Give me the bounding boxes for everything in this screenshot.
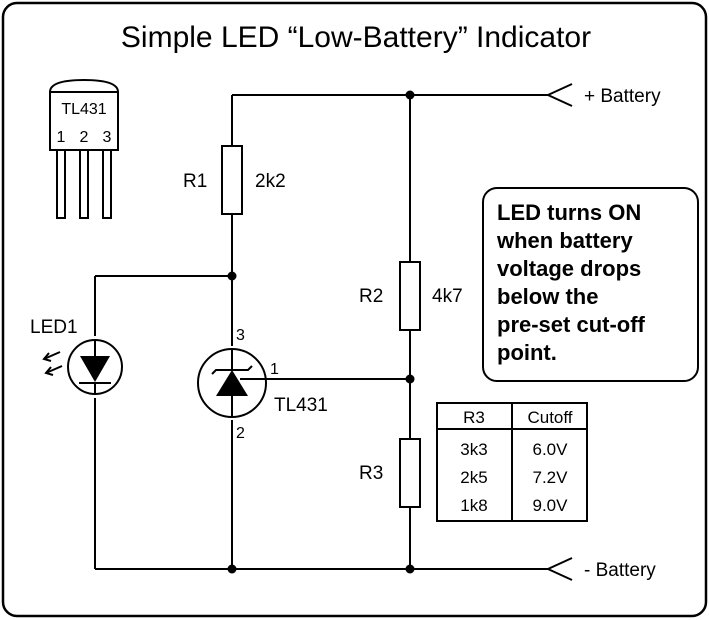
resistor-r2: R2 4k7 <box>359 261 463 331</box>
tl431-regulator: 3 1 2 TL431 <box>197 327 328 442</box>
tl431-name: TL431 <box>274 395 328 416</box>
led1-name: LED1 <box>30 317 78 338</box>
tl431-pin-1-label: 1 <box>270 361 279 378</box>
junction-dot <box>405 374 415 384</box>
package-lead-1 <box>56 149 66 219</box>
resistor-r1-value: 2k2 <box>255 171 286 192</box>
note-line: when battery <box>496 228 633 253</box>
resistor-r3-name: R3 <box>359 463 383 484</box>
resistor-r2-name: R2 <box>359 286 383 307</box>
resistor-r2-body <box>399 261 421 331</box>
junctions <box>227 90 415 574</box>
light-ray-arrowhead <box>44 366 54 376</box>
light-ray-arrowhead <box>42 352 52 362</box>
junction-dot <box>405 90 415 100</box>
battery-negative-terminal: - Battery <box>545 557 656 581</box>
tl431-pin-2-label: 2 <box>236 425 245 442</box>
note-line: pre-set cut-off <box>497 312 646 337</box>
resistor-r3: R3 <box>359 438 421 508</box>
resistor-r1-body <box>221 145 243 215</box>
battery-positive-label: + Battery <box>584 86 661 107</box>
package-lead-2 <box>79 149 89 219</box>
note-line: point. <box>497 340 557 365</box>
junction-dot <box>405 564 415 574</box>
table-cell: 9.0V <box>533 496 569 515</box>
package-label: TL431 <box>61 101 106 118</box>
package-pin-2-label: 2 <box>80 129 89 146</box>
terminal-arrow <box>545 557 573 581</box>
tl431-pin-3-label: 3 <box>236 327 245 344</box>
diagram-title: Simple LED “Low-Battery” Indicator <box>121 21 591 54</box>
note-box: LED turns ON when battery voltage drops … <box>482 187 699 382</box>
table-cell: 6.0V <box>533 440 569 459</box>
tl431-package: TL431 1 2 3 <box>49 78 119 219</box>
note-frame <box>482 187 699 382</box>
battery-negative-label: - Battery <box>584 560 656 581</box>
wires <box>94 94 548 570</box>
note-line: voltage drops <box>497 256 641 281</box>
light-ray <box>43 351 61 360</box>
note-line: below the <box>497 284 598 309</box>
battery-positive-terminal: + Battery <box>545 83 661 107</box>
junction-dot <box>227 564 237 574</box>
led1: LED1 <box>30 317 123 395</box>
resistor-r1-name: R1 <box>183 171 207 192</box>
table-cell: 7.2V <box>533 468 569 487</box>
table-cell: 3k3 <box>460 440 487 459</box>
table-cell: 1k8 <box>460 496 487 515</box>
table-header-r3: R3 <box>463 408 485 427</box>
resistor-r3-body <box>399 438 421 508</box>
resistor-r1: R1 2k2 <box>183 145 286 215</box>
led1-diode-triangle <box>80 356 110 382</box>
junction-dot <box>227 271 237 281</box>
tl431-diode-triangle <box>216 370 248 396</box>
terminal-arrow <box>545 83 573 107</box>
package-lead-3 <box>102 149 112 219</box>
package-pin-1-label: 1 <box>57 129 66 146</box>
table-cell: 2k5 <box>460 468 487 487</box>
note-line: LED turns ON <box>497 200 641 225</box>
resistor-r2-value: 4k7 <box>432 286 463 307</box>
light-ray <box>45 365 63 374</box>
table-header-cutoff: Cutoff <box>527 408 572 427</box>
package-pin-3-label: 3 <box>103 129 112 146</box>
cutoff-table: R3 Cutoff 3k3 6.0V 2k5 7.2V 1k8 9.0V <box>436 402 588 522</box>
